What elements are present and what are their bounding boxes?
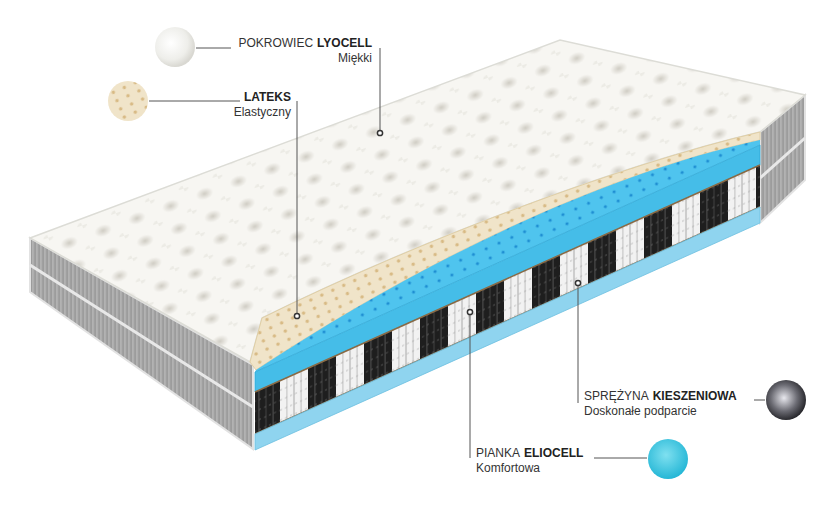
label-line: Elastyczny [234,105,291,120]
foam-icon [648,439,688,479]
part-description: Komfortowa [476,461,540,475]
part-description: SPRĘŻYNA [584,389,649,403]
spring-icon [766,380,806,420]
part-description: PIANKA [476,446,520,460]
label-line: Komfortowa [476,461,583,476]
part-description: POKROWIEC [238,36,313,50]
label-line: Miękki [238,51,372,66]
part-name: ELIOCELL [524,446,583,460]
part-name: LATEKS [244,90,291,104]
part-name: KIESZENIOWA [653,389,737,403]
label-line: PIANKA ELIOCELL [476,446,583,461]
part-description: Elastyczny [234,105,291,119]
callout-label: LATEKSElastyczny [234,90,291,120]
part-name: LYOCELL [317,36,372,50]
label-line: Doskonałe podparcie [584,404,737,419]
label-line: SPRĘŻYNA KIESZENIOWA [584,389,737,404]
callout-label: POKROWIEC LYOCELLMiękki [238,36,372,66]
callout-label: PIANKA ELIOCELLKomfortowa [476,446,583,476]
label-line: POKROWIEC LYOCELL [238,36,372,51]
leader-dots [294,130,580,318]
callout-label: SPRĘŻYNA KIESZENIOWADoskonałe podparcie [584,389,737,419]
label-line: LATEKS [234,90,291,105]
part-description: Doskonałe podparcie [584,404,697,418]
cut-face [255,145,760,450]
leader-lines [149,48,765,458]
cover-icon [155,27,195,67]
part-description: Miękki [338,51,372,65]
latex-icon [108,81,148,121]
